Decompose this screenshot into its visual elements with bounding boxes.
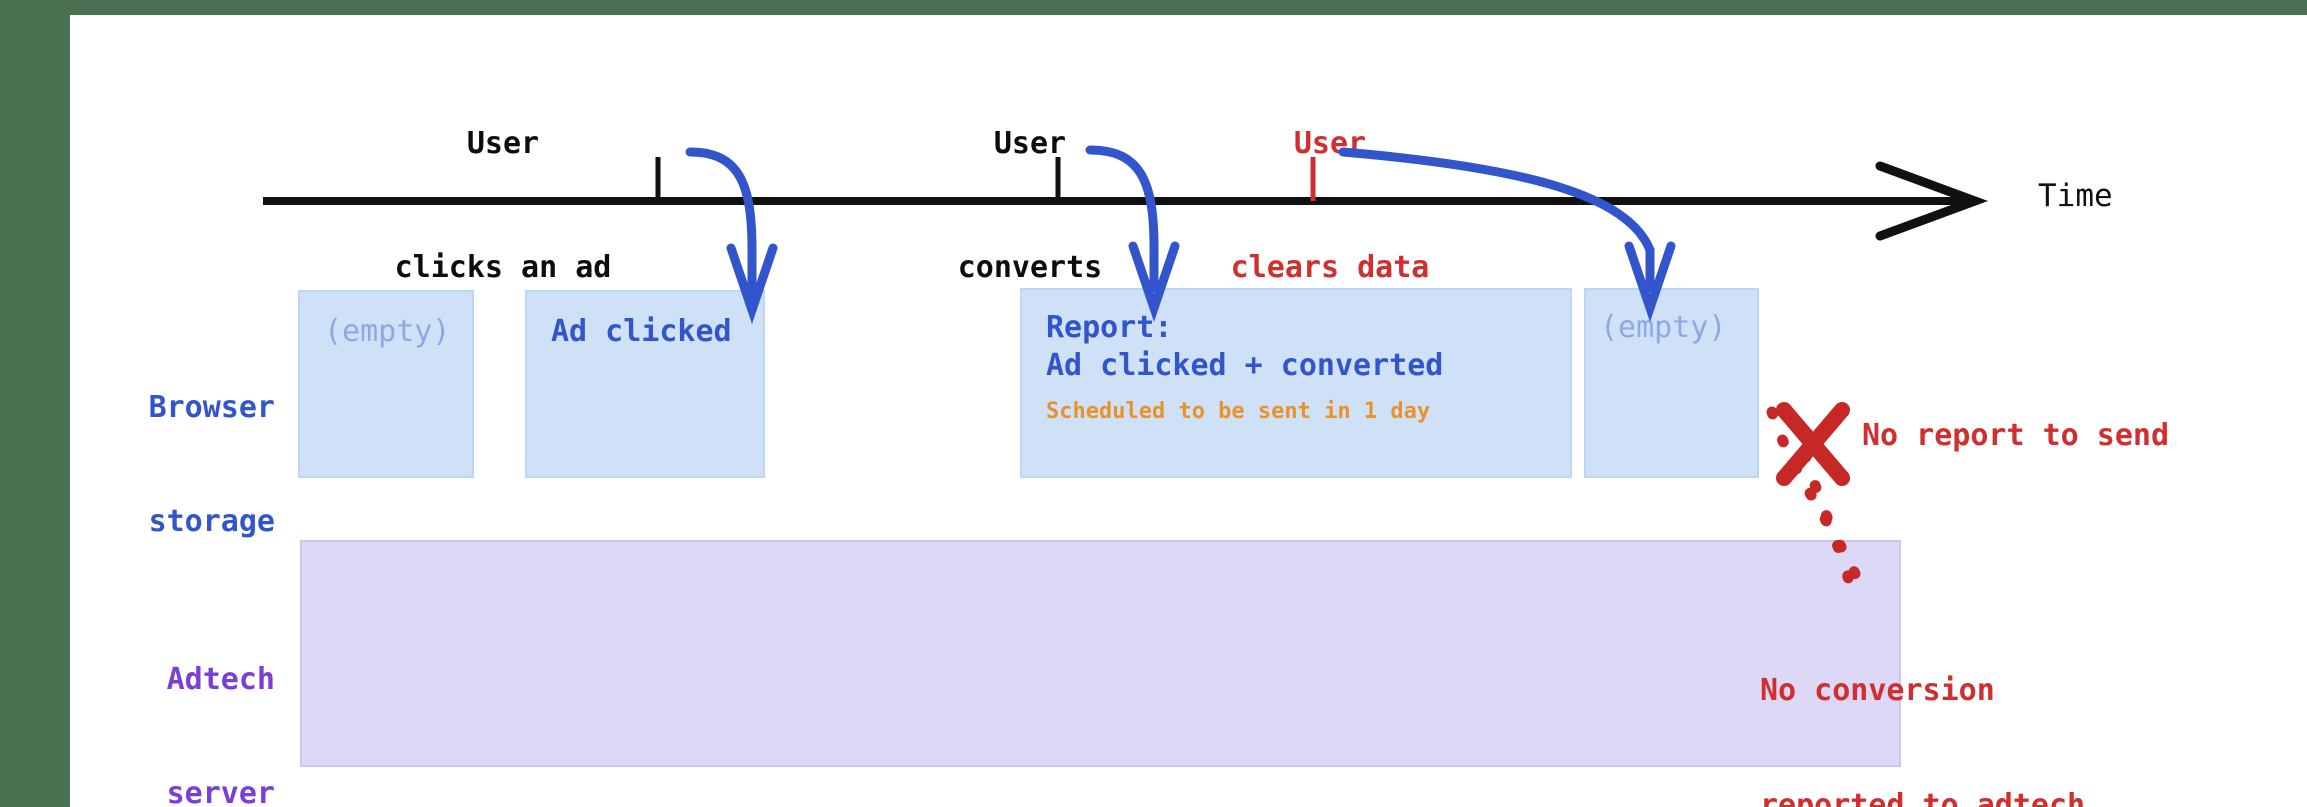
adtech-server-box xyxy=(300,540,1901,767)
browser-storage-box-1-text: (empty) xyxy=(324,314,451,349)
row-label-browser-line2: storage xyxy=(148,504,275,540)
annotation-no-conversion-reported: No conversion reported to adtech xyxy=(1760,595,2085,807)
timeline-axis-label: Time xyxy=(2038,178,2113,214)
browser-storage-box-4: (empty) xyxy=(1584,288,1759,478)
timeline-event-click: User clicks an ad xyxy=(338,40,668,371)
annotation-no-conversion-line2: reported to adtech xyxy=(1760,787,2086,807)
timeline-event-convert-line2: converts xyxy=(957,249,1103,285)
timeline-arrow-icon xyxy=(1875,161,1989,241)
browser-storage-box-4-text: (empty) xyxy=(1600,310,1727,345)
decorative-left-band xyxy=(0,0,70,807)
timeline-event-click-line1: User xyxy=(466,125,540,161)
annotation-no-conversion-line1: No conversion xyxy=(1760,672,1995,708)
row-label-adtech-line1: Adtech xyxy=(166,662,275,698)
row-label-adtech-server: Adtech server xyxy=(60,585,275,807)
timeline-event-clear-line2: clears data xyxy=(1230,249,1430,285)
browser-storage-box-3-body: Ad clicked + converted xyxy=(1046,348,1444,383)
timeline-event-convert-line1: User xyxy=(993,125,1067,161)
browser-storage-box-2: Ad clicked xyxy=(525,290,765,478)
browser-storage-box-1: (empty) xyxy=(298,290,474,478)
row-label-adtech-line2: server xyxy=(166,776,275,807)
decorative-top-band xyxy=(0,0,2307,15)
browser-storage-box-3-schedule-note: Scheduled to be sent in 1 day xyxy=(1046,399,1431,424)
row-label-browser-storage: Browser storage xyxy=(60,313,275,618)
browser-storage-box-3-title: Report: xyxy=(1046,310,1173,345)
error-cross-icon xyxy=(1776,402,1850,486)
row-label-browser-line1: Browser xyxy=(148,390,275,426)
timeline-event-convert: User converts xyxy=(900,40,1160,371)
browser-storage-box-3: Report: Ad clicked + converted Scheduled… xyxy=(1020,288,1572,478)
annotation-no-report-to-send: No report to send xyxy=(1862,418,2170,453)
browser-storage-box-2-text: Ad clicked xyxy=(551,314,732,349)
timeline-event-click-line2: clicks an ad xyxy=(394,249,612,285)
timeline-event-clear-line1: User xyxy=(1293,125,1367,161)
connector-arrow-click xyxy=(685,147,778,325)
